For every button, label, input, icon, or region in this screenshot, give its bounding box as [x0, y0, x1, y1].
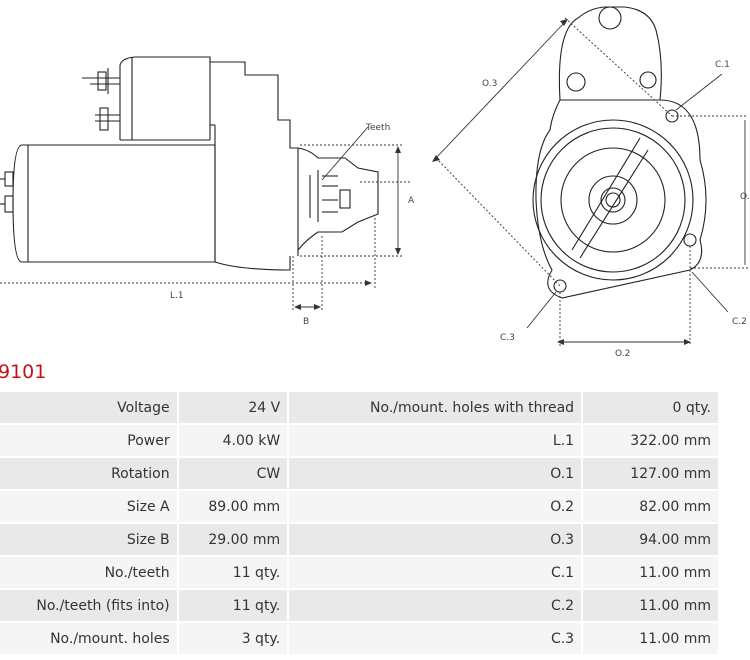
dimension-o1-label: O.1	[740, 192, 750, 202]
dimension-b-label: B	[303, 317, 309, 327]
spec-label: Size B	[0, 524, 179, 555]
spec-value: 0 qty.	[583, 392, 720, 423]
spec-value: 4.00 kW	[178, 425, 290, 456]
spec-value: 94.00 mm	[583, 524, 720, 555]
dimension-c3-label: C.3	[500, 333, 515, 343]
spec-label: C.2	[289, 590, 584, 621]
spec-value: 11 qty.	[178, 557, 290, 588]
spec-value: 127.00 mm	[583, 458, 720, 489]
table-row: No./mount. holes 3 qty. C.3 11.00 mm	[0, 623, 720, 654]
spec-label: No./teeth	[0, 557, 179, 588]
spec-value: 322.00 mm	[583, 425, 720, 456]
spec-label: L.1	[289, 425, 584, 456]
spec-value: 82.00 mm	[583, 491, 720, 522]
table-row: Rotation CW O.1 127.00 mm	[0, 458, 720, 489]
spec-value: 11 qty.	[178, 590, 290, 621]
spec-value: 11.00 mm	[583, 557, 720, 588]
spec-value: 29.00 mm	[178, 524, 290, 555]
spec-value: 24 V	[178, 392, 290, 423]
dimension-o3-label: O.3	[482, 79, 497, 89]
table-row: Voltage 24 V No./mount. holes with threa…	[0, 392, 720, 423]
front-view-dimensions	[435, 17, 748, 346]
spec-label: Power	[0, 425, 179, 456]
spec-label: O.1	[289, 458, 584, 489]
teeth-label: Teeth	[365, 123, 390, 133]
side-view-dimensions	[0, 144, 412, 312]
table-row: Size B 29.00 mm O.3 94.00 mm	[0, 524, 720, 555]
table-row: Size A 89.00 mm O.2 82.00 mm	[0, 491, 720, 522]
dimension-c1-label: C.1	[715, 60, 730, 70]
spec-value: CW	[178, 458, 290, 489]
front-view	[532, 6, 707, 299]
table-row: Power 4.00 kW L.1 322.00 mm	[0, 425, 720, 456]
spec-label: No./mount. holes with thread	[289, 392, 584, 423]
spec-label: Size A	[0, 491, 179, 522]
spec-value: 11.00 mm	[583, 623, 720, 654]
spec-label: No./mount. holes	[0, 623, 179, 654]
spec-value: 3 qty.	[178, 623, 290, 654]
spec-label: O.3	[289, 524, 584, 555]
side-view	[0, 56, 379, 271]
spec-label: Voltage	[0, 392, 179, 423]
dimension-o2-label: O.2	[615, 349, 630, 359]
spec-label: No./teeth (fits into)	[0, 590, 179, 621]
dimension-arrows	[296, 21, 746, 343]
spec-label: O.2	[289, 491, 584, 522]
spec-value: 11.00 mm	[583, 590, 720, 621]
spec-value: 89.00 mm	[178, 491, 290, 522]
dimension-c2-label: C.2	[732, 317, 747, 327]
part-number-title: 9101	[0, 361, 47, 383]
specifications-table: Voltage 24 V No./mount. holes with threa…	[0, 390, 720, 656]
dimension-l1-label: L.1	[170, 291, 184, 301]
dimension-a-label: A	[408, 196, 415, 206]
spec-label: C.3	[289, 623, 584, 654]
table-row: No./teeth 11 qty. C.1 11.00 mm	[0, 557, 720, 588]
spec-label: Rotation	[0, 458, 179, 489]
spec-label: C.1	[289, 557, 584, 588]
starter-technical-drawing: Teeth A B L.1 O.1 O.2 O.3 C.1 C.2 C.3	[0, 6, 750, 359]
table-row: No./teeth (fits into) 11 qty. C.2 11.00 …	[0, 590, 720, 621]
arrow-heads	[294, 19, 691, 345]
